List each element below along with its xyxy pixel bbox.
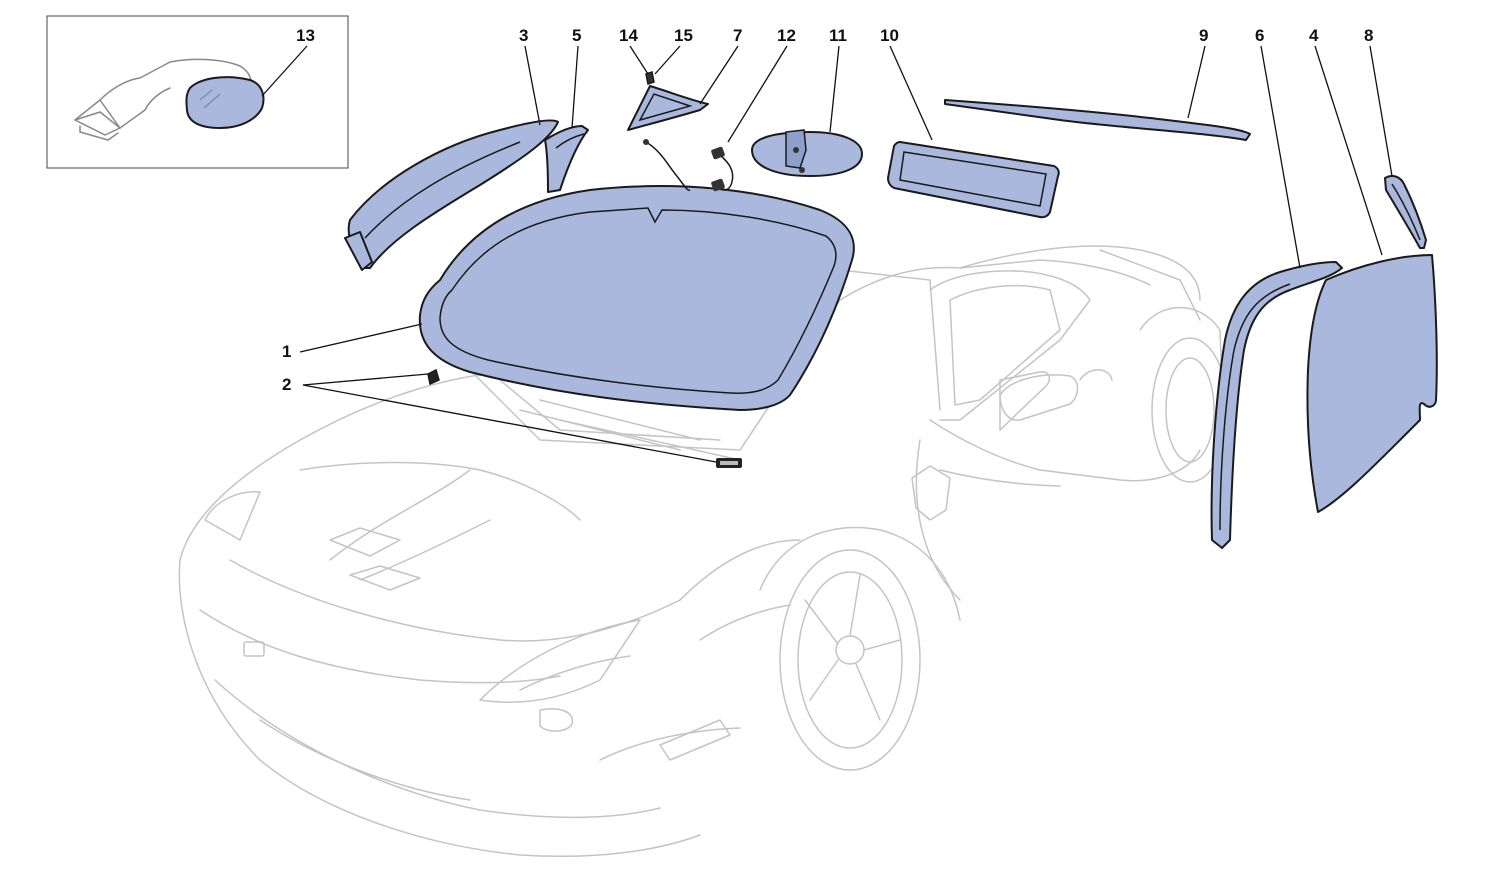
leader-lines: [261, 45, 1393, 463]
callout-9: 9: [1199, 26, 1208, 45]
callout-1: 1: [282, 342, 291, 361]
callout-15: 15: [674, 26, 693, 45]
callout-3: 3: [519, 26, 528, 45]
callout-2: 2: [282, 375, 291, 394]
mirror-glass: [185, 76, 265, 129]
door-glass-part-4: [1306, 254, 1438, 513]
callout-10: 10: [880, 26, 899, 45]
a-pillar-trim-part-3: [344, 119, 559, 271]
car-outline: [178, 245, 1229, 858]
callout-13: 13: [296, 26, 315, 45]
callout-7: 7: [733, 26, 742, 45]
screw-part-14-15: [645, 71, 655, 85]
seal-part-5: [544, 125, 589, 193]
callout-8: 8: [1364, 26, 1373, 45]
rearview-mirror-part-11: [751, 129, 863, 177]
callout-14: 14: [619, 26, 638, 45]
sensor-cable-part-12: [643, 139, 734, 192]
windshield-part-1: [418, 185, 855, 411]
mirror-inset: [46, 15, 349, 169]
strip-part-9: [944, 99, 1251, 141]
callout-numbers: 1 2 3 4 5 6 7 8 9 10 11 12 13 14 15: [282, 26, 1373, 394]
callout-12: 12: [777, 26, 796, 45]
rear-window-part-10: [887, 141, 1060, 219]
label-part-2: [427, 368, 742, 468]
callout-4: 4: [1309, 26, 1319, 45]
callout-6: 6: [1255, 26, 1264, 45]
small-seal-part-8: [1384, 175, 1427, 249]
callout-11: 11: [829, 26, 847, 45]
door-seal-part-6: [1210, 261, 1343, 549]
callout-5: 5: [572, 26, 581, 45]
quarter-glass-part-7: [627, 85, 709, 131]
